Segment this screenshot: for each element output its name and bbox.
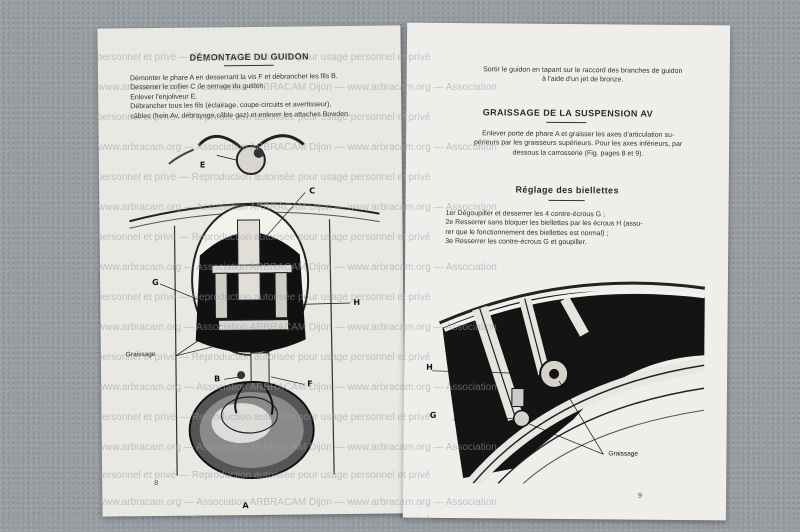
label-g: G xyxy=(152,277,159,288)
intro-line: à l'aide d'un jet de bronze. xyxy=(541,76,624,84)
label-graissage-right: Graissage xyxy=(608,450,639,458)
left-page: DÉMONTAGE DU GUIDON Démonter le phare A … xyxy=(97,25,406,517)
left-page-title: DÉMONTAGE DU GUIDON xyxy=(189,51,310,63)
biellettes-title: Réglage des biellettes xyxy=(515,184,619,196)
label-g-right: G xyxy=(429,410,437,420)
label-graissage: Graissage xyxy=(125,351,156,359)
suspension-title: GRAISSAGE DE LA SUSPENSION AV xyxy=(482,107,654,119)
label-c: C xyxy=(309,186,316,196)
title-underline xyxy=(223,64,274,67)
intro-text: Sortir le guidon en tapant sur le raccor… xyxy=(443,65,723,86)
title-underline xyxy=(546,121,587,124)
label-h: H xyxy=(353,297,361,307)
suspension-illustration xyxy=(432,281,706,486)
label-e: E xyxy=(199,160,206,170)
biellettes-steps: 1er Dégoupiller et desserrer les 4 contr… xyxy=(445,209,725,249)
step-line: 3e Resserrer les contre-écrous G et goup… xyxy=(445,238,587,247)
page-number-right: 9 xyxy=(638,492,642,500)
label-h-right: H xyxy=(426,362,433,372)
title-underline xyxy=(548,199,585,202)
label-a: A xyxy=(242,501,249,511)
headlamp-illustration xyxy=(129,134,380,480)
suspension-text: Enlever porte de phare A et graisser les… xyxy=(428,129,728,160)
page-number-left: 8 xyxy=(154,479,159,488)
label-f: F xyxy=(307,379,313,389)
right-page: Sortir le guidon en tapant sur le raccor… xyxy=(402,22,731,521)
label-b: B xyxy=(214,374,221,384)
suspension-line: dessous la carrosserie (Fig. pages 8 et … xyxy=(512,149,644,158)
